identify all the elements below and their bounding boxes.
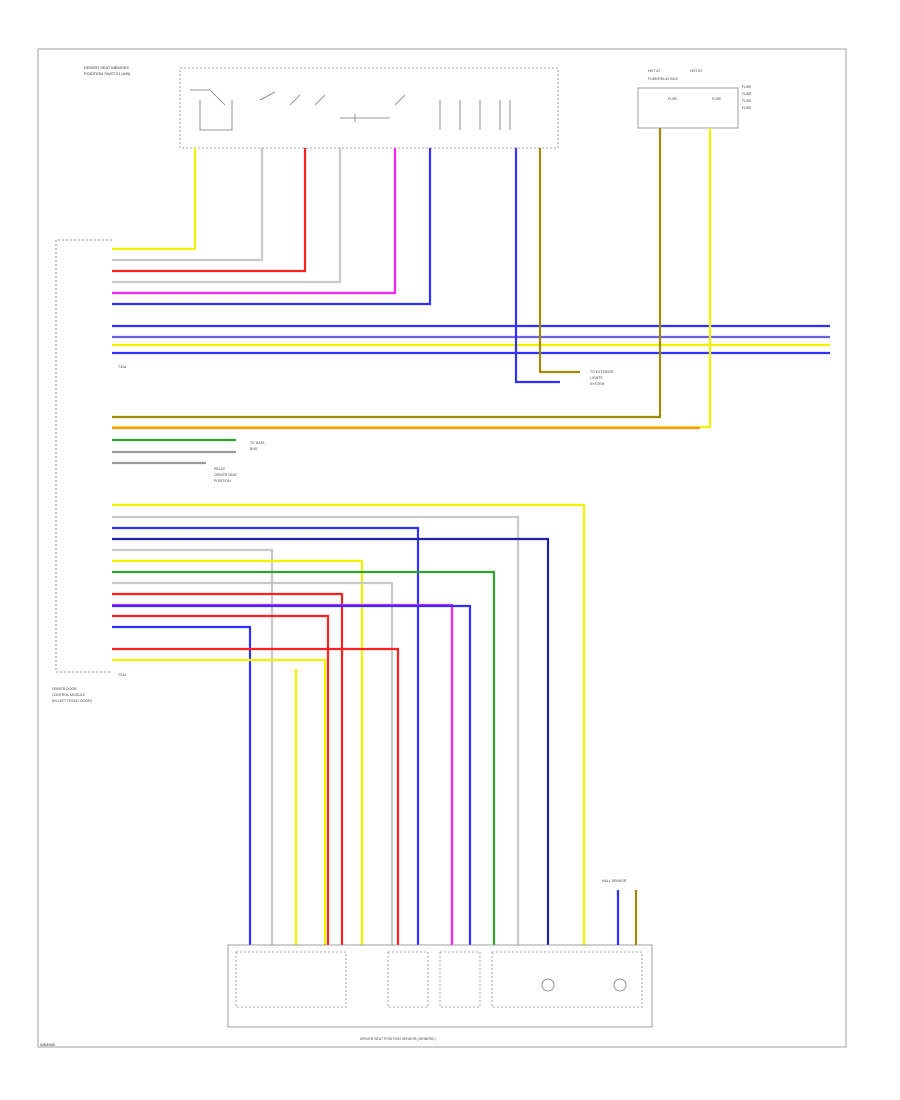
wire-red-low-1 [112,592,344,945]
hall-sensor-label: HALL SENSOR [602,879,627,883]
wire-red-1 [112,148,307,273]
wire-red-low-2 [112,614,330,945]
fuse-relay-box: HOT AT HOT AT FUSE/RELAY BOX FUSE FUSE F… [637,69,752,129]
fuse-top-label-1: HOT AT [648,69,661,73]
diagram-frame [37,48,847,1048]
wire-grey-1 [112,148,264,262]
module-label-line1: DRIVER DOOR [52,687,77,691]
wire-yellow-fuse [112,128,712,429]
switch-label-line1: DRIVER SEAT MEMORY [84,65,130,70]
seat-position-sensor-module: DRIVER SEAT POSITION SENSOR (GENERIC) HA… [227,879,653,1041]
note-relay-2: DRIVER SEAT [214,473,238,477]
fuse-box-label: FUSE/RELAY BOX [648,77,678,81]
connector-label-a1: T32a [118,365,126,369]
note-relay-1: RELAY [214,467,226,471]
diagram-code: W63985 [40,1042,56,1047]
fuse-side-label-3: FUSE [742,99,752,103]
fuse-label-1: FUSE [668,97,678,101]
memory-position-switch: DRIVER SEAT MEMORY POSITION SWITCH (A/B) [84,65,559,149]
wire-pink-1 [112,148,397,295]
wire-grey-2 [112,148,342,284]
wire-blue-low-3 [112,625,252,945]
wire-yellow-low-1 [112,503,586,945]
fuse-top-label-2: HOT AT [690,69,703,73]
fuse-side-label-4: FUSE [742,106,752,110]
fuse-label-2: FUSE [712,97,722,101]
wire-pink-low [112,603,454,945]
fuse-side-label-1: FUSE [742,85,752,89]
note-ext-3: SYSTEM [590,382,604,386]
fuse-wire-group [112,128,712,465]
bottom-module-label: DRIVER SEAT POSITION SENSOR (GENERIC) [360,1037,436,1041]
switch-label-line2: POSITION SWITCH (A/B) [84,71,131,76]
side-notes: TO EXTERIOR LIGHTS SYSTEM TO DATA BUS RE… [214,370,614,483]
wire-blue-ext [514,148,560,384]
lower-wire-group [112,503,586,945]
module-label-line2: CONTROL MODULE [52,693,86,697]
note-relay-3: POSITION [214,479,231,483]
fuse-side-label-2: FUSE [742,92,752,96]
wire-yellow-1 [112,148,197,251]
note-ext-2: LIGHTS [590,376,603,380]
wire-grey-low-2 [112,548,274,945]
upper-wire-group [112,148,830,384]
module-label-line3: (IN LEFT FRONT DOOR) [52,699,92,703]
wire-blue-1 [112,148,432,306]
wire-yellow-low-3 [112,658,327,945]
wire-red-low-3 [112,647,400,945]
wire-grey-low-1 [112,515,520,945]
wire-grey-low-3 [112,581,394,945]
wire-blue-low-1 [112,526,420,945]
wire-blue-low-2 [112,604,472,945]
note-ext-1: TO EXTERIOR [590,370,614,374]
wire-green-low [112,570,496,945]
wire-yellow-low-2 [112,559,364,945]
wire-olive-fuse [112,128,662,419]
note-bus-2: BUS [250,447,258,451]
wire-navy-low [112,537,550,945]
note-bus-1: TO DATA [250,441,265,445]
wire-olive-ext [538,148,580,374]
connector-label-a2: T32a [118,673,126,677]
driver-door-control-module: DRIVER DOOR CONTROL MODULE (IN LEFT FRON… [52,239,126,703]
